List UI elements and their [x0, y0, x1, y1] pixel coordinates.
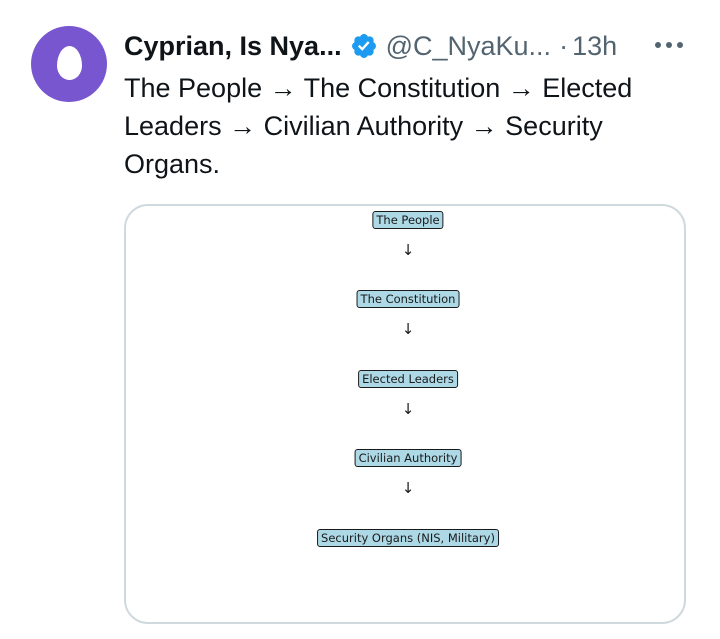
separator-dot: ·: [559, 30, 569, 61]
flow-node: Civilian Authority: [354, 449, 462, 467]
user-handle[interactable]: @C_NyaKu...: [385, 30, 552, 61]
flow-arrow: ↓: [401, 241, 415, 259]
egg-avatar-icon: [57, 46, 82, 80]
tweet-header: Cyprian, Is Nya... @C_NyaKu... · 13h: [124, 28, 617, 64]
flow-arrow: ↓: [401, 479, 415, 497]
tweet-image[interactable]: The People ↓ The Constitution ↓ Elected …: [124, 204, 686, 624]
flow-arrow: ↓: [401, 320, 415, 338]
display-name[interactable]: Cyprian, Is Nya...: [124, 30, 342, 61]
flow-node: The Constitution: [356, 290, 460, 308]
flow-node: Security Organs (NIS, Military): [317, 529, 499, 547]
flow-arrow: ↓: [401, 400, 415, 418]
flow-node: The People: [372, 211, 444, 229]
flow-node: Elected Leaders: [358, 370, 458, 388]
more-options-icon[interactable]: [652, 32, 686, 58]
timestamp[interactable]: 13h: [572, 30, 618, 61]
tweet-text: The People → The Constitution → Elected …: [124, 73, 633, 179]
avatar[interactable]: [31, 26, 107, 102]
verified-badge-icon: [351, 34, 376, 58]
